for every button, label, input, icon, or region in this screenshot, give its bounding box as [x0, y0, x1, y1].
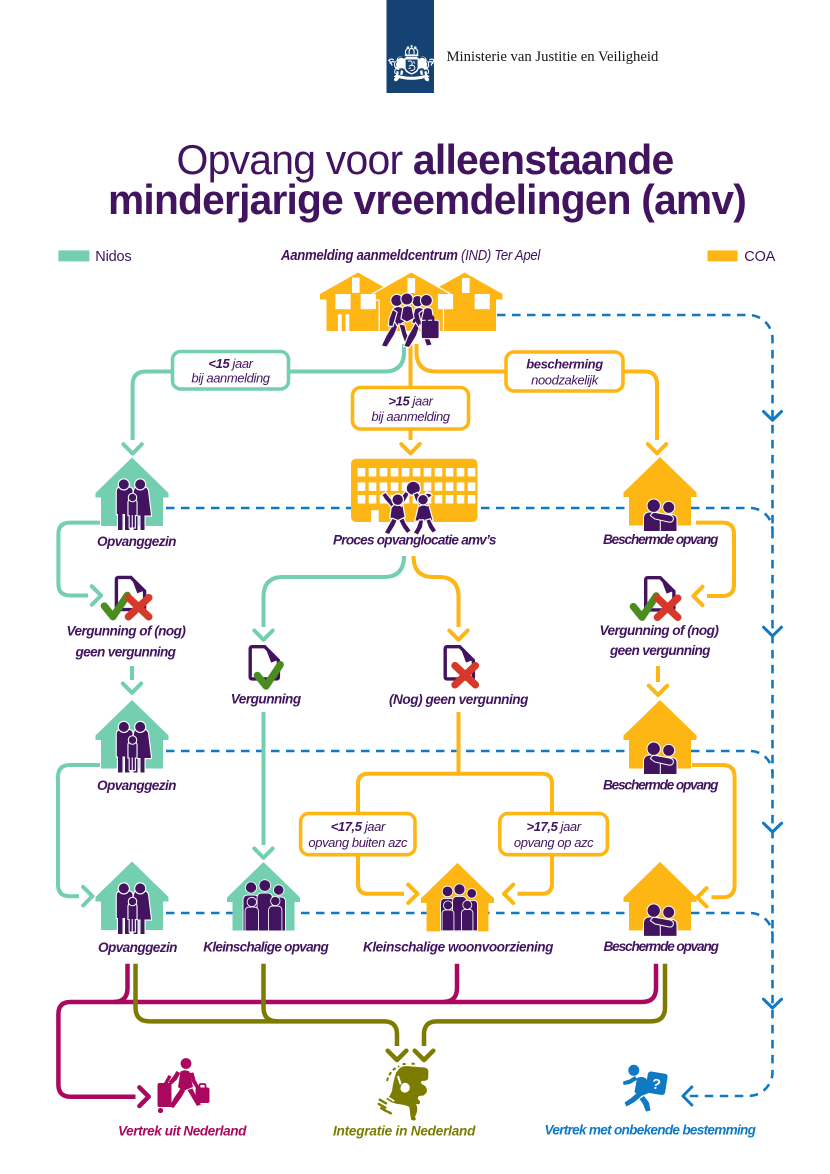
svg-text:Ministerie van Justitie en Vei: Ministerie van Justitie en Veiligheid [447, 49, 660, 65]
svg-text:Aanmelding aanmeldcentrum (IND: Aanmelding aanmeldcentrum (IND) Ter Apel [280, 248, 541, 264]
svg-text:bescherming: bescherming [526, 357, 603, 372]
svg-text:minderjarige vreemdelingen (am: minderjarige vreemdelingen (amv) [108, 176, 746, 223]
svg-text:?: ? [651, 1076, 662, 1093]
svg-text:Kleinschalige opvang: Kleinschalige opvang [203, 940, 329, 955]
svg-text:>15 jaar: >15 jaar [388, 394, 433, 409]
svg-text:Opvanggezin: Opvanggezin [97, 534, 176, 549]
svg-text:geen vergunning: geen vergunning [609, 643, 711, 658]
svg-text:bij aanmelding: bij aanmelding [371, 409, 450, 424]
svg-text:Vergunning of (nog): Vergunning of (nog) [67, 624, 187, 639]
svg-text:>17,5 jaar: >17,5 jaar [527, 819, 582, 834]
svg-text:Opvanggezin: Opvanggezin [98, 940, 177, 955]
svg-text:Vertrek met onbekende bestemmi: Vertrek met onbekende bestemming [545, 1122, 757, 1137]
svg-text:Vergunning of (nog): Vergunning of (nog) [600, 623, 720, 638]
svg-text:Vergunning: Vergunning [231, 691, 302, 706]
svg-text:<17,5 jaar: <17,5 jaar [331, 819, 386, 834]
svg-text:Beschermde opvang: Beschermde opvang [603, 778, 719, 793]
svg-text:Vertrek uit Nederland: Vertrek uit Nederland [118, 1124, 247, 1139]
svg-text:Beschermde opvang: Beschermde opvang [603, 532, 719, 547]
svg-text:Kleinschalige woonvoorziening: Kleinschalige woonvoorziening [363, 940, 554, 955]
svg-text:opvang op azc: opvang op azc [514, 835, 594, 850]
svg-text:COA: COA [744, 249, 775, 265]
svg-text:noodzakelijk: noodzakelijk [531, 373, 600, 388]
svg-text:Beschermde opvang: Beschermde opvang [604, 939, 720, 954]
svg-text:Proces opvanglocatie amv’s: Proces opvanglocatie amv’s [333, 533, 497, 548]
svg-text:(Nog) geen vergunning: (Nog) geen vergunning [389, 692, 529, 707]
svg-text:Opvanggezin: Opvanggezin [97, 778, 176, 793]
svg-text:Opvang voor alleenstaande: Opvang voor alleenstaande [177, 136, 674, 183]
svg-text:geen vergunning: geen vergunning [75, 645, 177, 660]
svg-text:<15 jaar: <15 jaar [208, 356, 253, 371]
svg-text:opvang buiten azc: opvang buiten azc [308, 835, 408, 850]
svg-text:bij aanmelding: bij aanmelding [191, 371, 270, 386]
svg-text:Nidos: Nidos [95, 249, 131, 265]
svg-text:Integratie in Nederland: Integratie in Nederland [333, 1123, 476, 1138]
